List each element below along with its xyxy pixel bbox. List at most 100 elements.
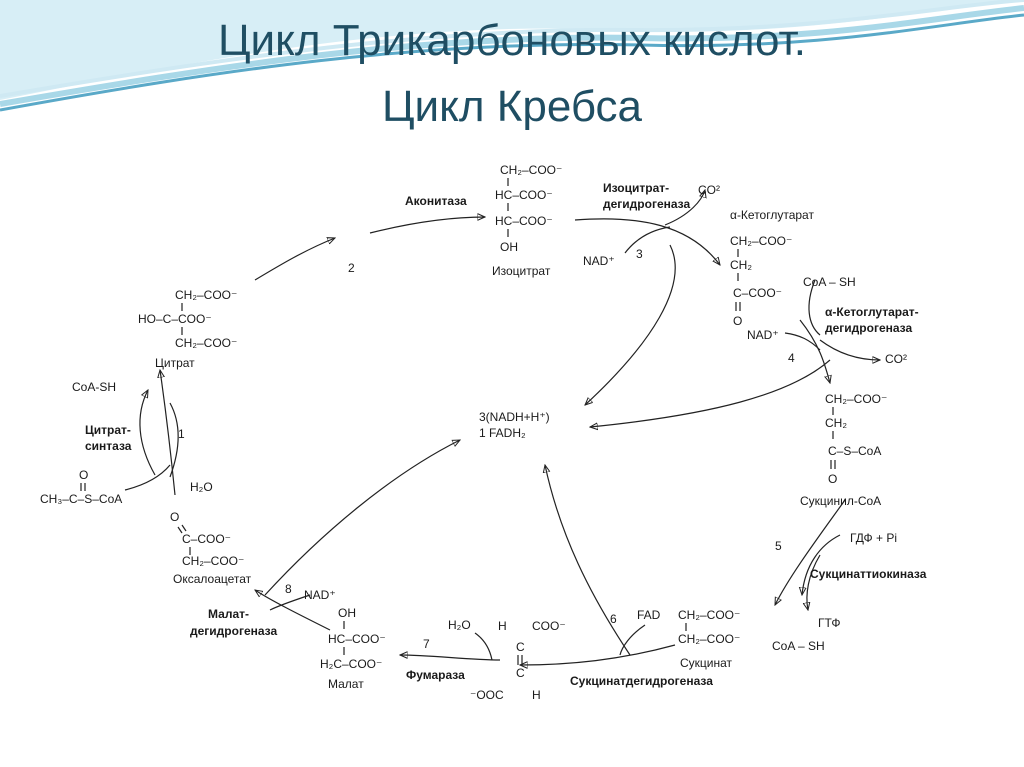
oxaloacetate-name: Оксалоацетат [173,572,252,586]
enzyme-succinate-dh: Сукцинатдегидрогеназа [570,674,713,688]
arrow-co2-release-2 [819,339,880,360]
metabolite-succinyl-coa: CH₂–COO⁻ CH₂ C–S–CoA O Сукцинил-CoA [800,392,887,508]
arrow-isocitrate-to-akg [574,218,720,265]
arrow-h2o-in [169,402,179,478]
akg-line-2: CH₂ [730,258,752,272]
krebs-cycle-diagram: 3(NADH+H⁺) 1 FADH₂ 1 2 3 4 5 6 7 8 Цитра… [40,163,927,702]
cofactor-coa-sh-3: CoA – SH [772,639,825,653]
citrate-line-2: HO–C–COO⁻ [138,312,212,326]
step-number-8: 8 [285,582,292,596]
metabolite-succinate: CH₂–COO⁻ CH₂–COO⁻ Сукцинат [678,608,740,670]
step-number-1: 1 [178,427,185,441]
akg-line-3: C–COO⁻ [733,286,782,300]
isocitrate-line-4: OH [500,240,518,254]
akg-name: α-Кетоглутарат [730,208,814,222]
cofactor-nad-2: NAD⁺ [747,328,779,342]
enzyme-fumarase: Фумараза [406,668,465,682]
isocitrate-line-3: HC–COO⁻ [495,214,553,228]
arrow-step4-to-center [590,359,831,427]
arrow-succinylcoa-to-succinate [775,499,846,605]
arrow-gdp-in [802,534,841,595]
arrow-coa-release [139,390,156,476]
cofactor-h2o-2: H₂O [448,618,471,632]
arrow-nad-in-1 [624,226,671,254]
cofactor-co2-1: CO² [698,183,720,197]
malate-name: Малат [328,677,364,691]
header-wave-decoration [0,0,1024,112]
succinyl-coa-line-3: C–S–CoA [828,444,881,458]
arrow-nad-in-3 [269,594,311,611]
step-number-3: 3 [636,247,643,261]
arrow-gtp-out [807,554,821,610]
succinate-name: Сукцинат [680,656,733,670]
metabolite-akg: α-Кетоглутарат CH₂–COO⁻ CH₂ C–COO⁻ O [730,208,814,328]
arrow-akg-to-succinylcoa [799,319,830,383]
step-number-4: 4 [788,351,795,365]
arrow-succinate-to-fumarate [520,644,676,665]
cofactor-coa-sh-2: CoA – SH [803,275,856,289]
enzyme-succinyl-thiokinase: Сукцинаттиокиназа [810,567,927,581]
enzyme-isocitrate-dh-line-1: Изоцитрат- [603,181,669,195]
cofactor-nad-3: NAD⁺ [304,588,336,602]
malate-line-3: H₂C–COO⁻ [320,657,382,671]
enzyme-malate-dh-line-2: дегидрогеназа [190,624,277,638]
cofactor-gdp-pi: ГДФ + Pi [850,531,897,545]
fumarate-h-top: H [498,619,507,633]
isocitrate-line-2: HC–COO⁻ [495,188,553,202]
isocitrate-name: Изоцитрат [492,264,551,278]
enzyme-citrate-synthase-line-2: синтаза [85,439,132,453]
arrow-step8-to-center [264,440,460,596]
enzyme-akg-dh-line-2: дегидрогеназа [825,321,912,335]
citrate-name: Цитрат [155,356,195,370]
enzyme-malate-dh-line-1: Малат- [208,607,249,621]
metabolite-fumarate: H COO⁻ C C ⁻OOC H [470,619,566,702]
oxaloacetate-line-1: O [170,510,179,524]
malate-line-1: OH [338,606,356,620]
fumarate-c-bottom: C [516,666,525,680]
arrow-citrate-to-aconitase [254,238,335,281]
cofactor-coa-sh-1: CoA-SH [72,380,116,394]
oxaloacetate-line-3: CH₂–COO⁻ [182,554,244,568]
fumarate-coo-top: COO⁻ [532,619,566,633]
metabolite-citrate: CH₂–COO⁻ HO–C–COO⁻ CH₂–COO⁻ Цитрат [138,288,237,370]
fumarate-c-top: C [516,640,525,654]
enzyme-aconitase: Аконитаза [405,194,467,208]
enzyme-isocitrate-dh-line-2: дегидрогеназа [603,197,690,211]
arrow-co2-release-1 [664,190,705,226]
succinyl-coa-line-1: CH₂–COO⁻ [825,392,887,406]
step-number-2: 2 [348,261,355,275]
arrow-oxaloacetate-to-citrate [160,370,176,496]
akg-line-4: O [733,314,742,328]
metabolite-malate: OH HC–COO⁻ H₂C–COO⁻ Малат [320,606,386,691]
malate-line-2: HC–COO⁻ [328,632,386,646]
arrow-coa-in-2 [808,279,821,336]
arrow-fad-in [619,624,646,656]
succinyl-coa-line-2: CH₂ [825,416,847,430]
center-nadh-label: 3(NADH+H⁺) [479,410,550,424]
citrate-line-1: CH₂–COO⁻ [175,288,237,302]
cofactor-gtp: ГТФ [818,616,841,630]
metabolite-isocitrate: CH₂–COO⁻ HC–COO⁻ HC–COO⁻ OH Изоцитрат [492,163,562,278]
title-line-1: Цикл Трикарбоновых кислот. [217,16,807,65]
arrow-step6-to-center [545,465,631,656]
oxaloacetate-line-2: C–COO⁻ [182,532,231,546]
title-line-2: Цикл Кребса [381,82,643,131]
fumarate-h-bottom: H [532,688,541,702]
arrow-step3-to-center [585,244,676,405]
succinyl-coa-name: Сукцинил-CoA [800,494,881,508]
arrow-acetylcoa-in [124,464,171,491]
page-title: Цикл Трикарбоновых кислот. Цикл Кребса [0,8,1024,140]
akg-line-1: CH₂–COO⁻ [730,234,792,248]
metabolite-acetyl-coa: O CH₃–C–S–CoA [40,468,122,506]
cofactor-h2o-1: H₂O [190,480,213,494]
citrate-line-3: CH₂–COO⁻ [175,336,237,350]
arrow-nad-in-2 [784,332,821,351]
enzyme-citrate-synthase-line-1: Цитрат- [85,423,131,437]
arrow-malate-to-oxaloacetate [255,590,331,631]
metabolite-oxaloacetate: O C–COO⁻ CH₂–COO⁻ Оксалоацетат [170,510,252,586]
acetyl-coa-o: O [79,468,88,482]
fumarate-ooc-bottom: ⁻OOC [470,688,504,702]
succinyl-coa-line-4: O [828,472,837,486]
cofactor-nad-1: NAD⁺ [583,254,615,268]
cofactor-co2-2: CO² [885,352,907,366]
